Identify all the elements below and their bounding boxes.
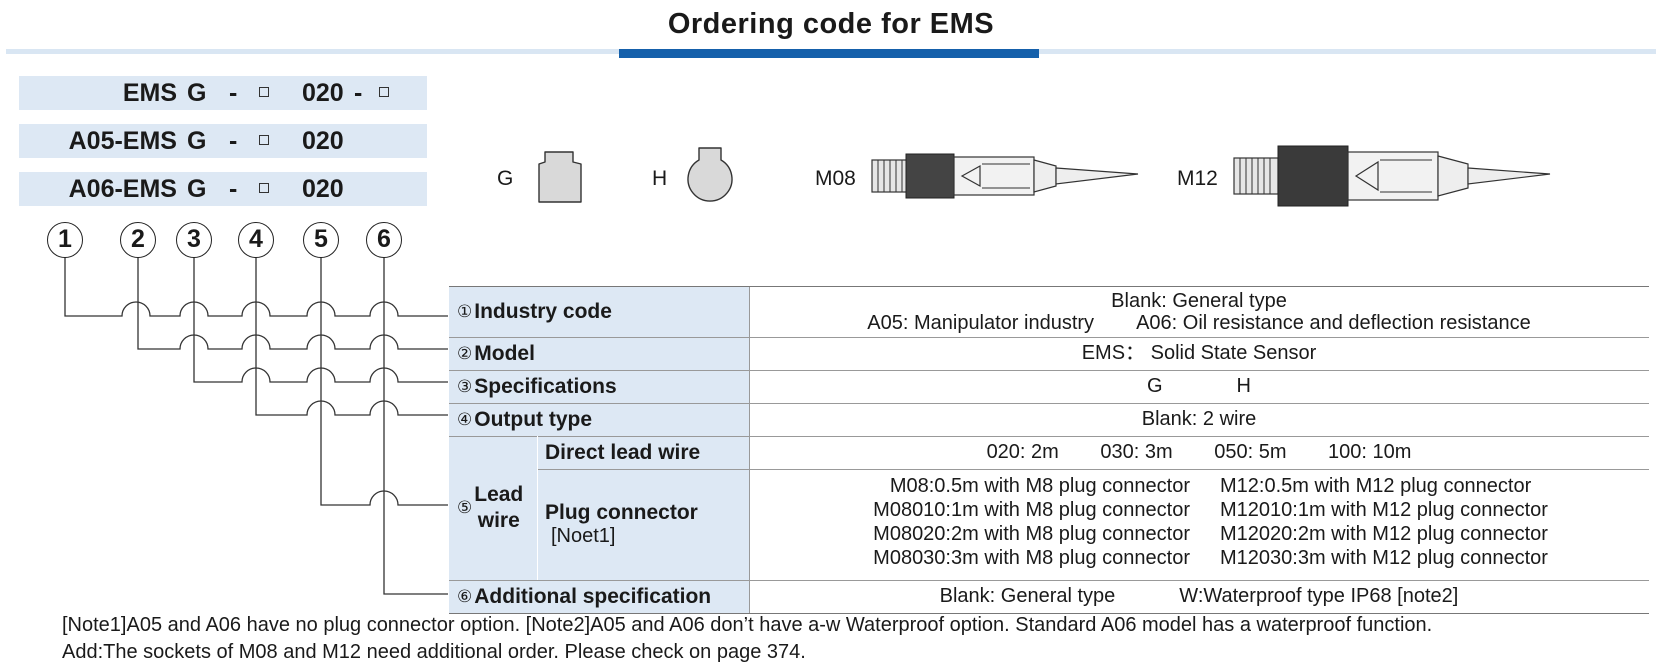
table-rule [537, 469, 1649, 470]
circle-1: 1 [47, 222, 83, 258]
output-type-box [259, 183, 269, 193]
table-rule-vertical [537, 436, 538, 580]
m08-label: M08 [815, 167, 856, 190]
code-dash-2: - [354, 79, 363, 107]
code-row-a06: A06-EMS G - 020 [19, 172, 427, 206]
table-rule-vertical [749, 287, 750, 613]
m8-plug-options: M08:0.5m with M8 plug connector M08010:1… [873, 475, 1190, 569]
g-label: G [497, 167, 514, 190]
output-type-value: Blank: 2 wire [1141, 408, 1257, 430]
lead-wire-header: ⑤ Lead wire [449, 436, 537, 580]
code-prefix: EMS [122, 79, 177, 107]
table-rule [449, 436, 1649, 437]
note-1: [Note1]A05 and A06 have no plug connecto… [62, 614, 1433, 636]
model-value: EMS： Solid State Sensor [1081, 342, 1317, 364]
m12-label: M12 [1177, 167, 1218, 190]
h-label: H [652, 167, 668, 190]
table-rule [449, 286, 1649, 287]
code-spec: G [187, 175, 207, 203]
code-prefix: A06-EMS [68, 175, 177, 203]
output-type-box [259, 87, 269, 97]
page-title: Ordering code for EMS [667, 8, 995, 40]
code-spec: G [187, 79, 207, 107]
code-spec: G [187, 127, 207, 155]
m12-connector-icon [1233, 145, 1551, 207]
direct-lead-wire-values: 020: 2m 030: 3m 050: 5m 100: 10m [986, 441, 1412, 463]
table-rule [449, 403, 1649, 404]
table-rule [449, 337, 1649, 338]
output-type-box [259, 135, 269, 145]
code-dash: - [229, 175, 238, 203]
table-rule [449, 370, 1649, 371]
circle-3: 3 [176, 222, 212, 258]
code-prefix: A05-EMS [68, 127, 177, 155]
m12-plug-options: M12:0.5m with M12 plug connector M12010:… [1220, 475, 1548, 569]
direct-lead-wire-header: Direct lead wire [537, 436, 749, 469]
circle-5: 5 [303, 222, 339, 258]
code-dash: - [229, 127, 238, 155]
code-length: 020 [302, 79, 344, 107]
circle-2: 2 [120, 222, 156, 258]
plug-connector-note: [Noet1] [551, 525, 616, 547]
code-row-a05: A05-EMS G - 020 [19, 124, 427, 158]
circle-4: 4 [238, 222, 274, 258]
title-underline-accent [619, 49, 1039, 58]
note-2: Add:The sockets of M08 and M12 need addi… [62, 641, 806, 663]
table-rule [449, 580, 1649, 581]
code-row-ems: EMS G - 020 - [19, 76, 427, 110]
code-dash: - [229, 79, 238, 107]
industry-code-values: Blank: General type A05: Manipulator ind… [867, 290, 1531, 334]
circle-6: 6 [366, 222, 402, 258]
g-head-icon [538, 151, 582, 203]
m08-connector-icon [871, 153, 1139, 199]
additional-spec-box [379, 87, 389, 97]
h-head-icon [687, 147, 733, 202]
plug-connector-header: Plug connector [Noet1] [537, 469, 749, 580]
code-length: 020 [302, 127, 344, 155]
code-length: 020 [302, 175, 344, 203]
table-rule [449, 613, 1649, 614]
